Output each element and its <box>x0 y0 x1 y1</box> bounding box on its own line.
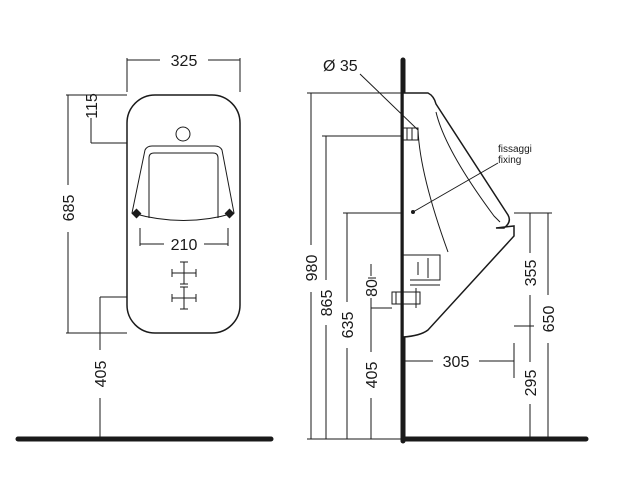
dim-label-295: 295 <box>523 370 540 397</box>
fixing-label-it: fissaggi <box>498 144 532 155</box>
dim-635 <box>343 212 403 439</box>
dim-label-115: 115 <box>84 93 101 119</box>
bowl-inner <box>148 152 219 218</box>
dim-label-diameter: Ø 35 <box>323 58 358 75</box>
dim-325 <box>126 58 241 92</box>
dim-label-980: 980 <box>304 255 321 282</box>
dim-305 <box>403 343 515 378</box>
dim-label-865: 865 <box>319 290 336 317</box>
dim-label-305: 305 <box>443 354 470 371</box>
urinal-trap <box>403 254 441 286</box>
drain-stub <box>391 288 421 308</box>
flush-connector <box>403 127 419 141</box>
dim-label-405-front: 405 <box>93 361 110 388</box>
dim-865 <box>322 135 403 439</box>
dim-115 <box>90 94 127 144</box>
flush-hole <box>175 126 191 142</box>
dim-405-front <box>99 296 127 439</box>
dim-210 <box>139 228 229 246</box>
urinal-side-body <box>402 92 515 338</box>
dim-label-650: 650 <box>541 306 558 333</box>
dim-label-80: 80 <box>364 279 381 297</box>
diamond-mark-left <box>131 208 142 219</box>
fixing-cross-upper <box>171 261 197 285</box>
dim-label-685: 685 <box>61 195 78 222</box>
dim-685 <box>66 94 127 334</box>
dim-label-355: 355 <box>523 260 540 287</box>
fixing-label-en: fixing <box>498 155 521 166</box>
dim-label-210: 210 <box>171 237 198 254</box>
side-view: Ø 35 fissaggi fixing 980 865 635 <box>304 57 589 444</box>
dim-355 <box>514 212 552 327</box>
urinal-front-body <box>126 94 241 334</box>
front-view: 325 115 685 210 405 <box>15 53 274 442</box>
dim-980 <box>307 92 403 440</box>
dim-label-405-side: 405 <box>364 362 381 389</box>
diamond-mark-right <box>224 208 235 219</box>
urinal-inner-curve <box>417 111 501 253</box>
dim-80 <box>368 264 392 309</box>
fixing-cross-lower <box>171 286 197 310</box>
dim-label-635: 635 <box>340 312 357 339</box>
dim-label-325: 325 <box>171 53 198 70</box>
dim-diameter-35 <box>359 73 419 131</box>
bowl-opening <box>131 145 235 221</box>
fixing-leader <box>412 162 499 213</box>
